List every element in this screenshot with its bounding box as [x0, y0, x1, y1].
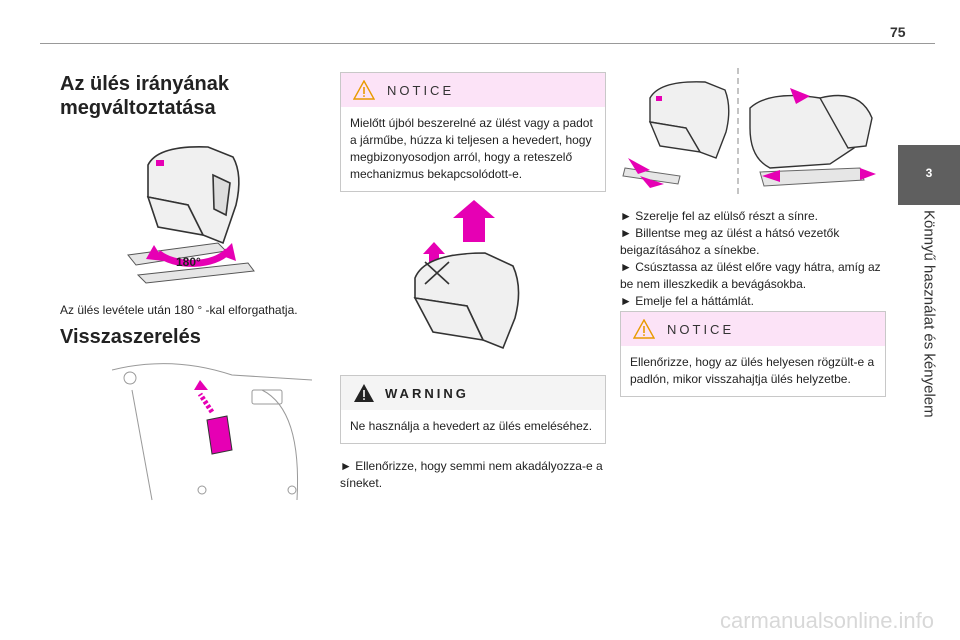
- install-steps-list: ► Szerelje fel az elülső részt a sínre. …: [620, 208, 884, 310]
- chapter-tab-number: 3: [925, 166, 933, 180]
- seat-rotate-illustration: 180°: [127, 146, 255, 284]
- notice-box-reinstall: NOTICE Mielőtt újból beszerelné az ülést…: [340, 72, 606, 192]
- seat-install-steps-illustration: [622, 68, 876, 196]
- seat-strap-illustration: [112, 363, 313, 501]
- warning-triangle-icon: [633, 319, 655, 339]
- warning-triangle-icon: [354, 384, 374, 402]
- notice-header: NOTICE: [621, 312, 885, 346]
- header-divider: [40, 43, 935, 44]
- warning-label: WARNING: [385, 386, 469, 401]
- notice-header: NOTICE: [341, 73, 605, 107]
- footer-watermark: carmanualsonline.info: [720, 608, 935, 633]
- warning-box: WARNING Ne használja a hevedert az ülés …: [340, 375, 606, 444]
- chapter-title-vertical: Könnyű használat és kényelem: [898, 210, 960, 470]
- notice-text: Ellenőrizze, hogy az ülés helyesen rögzü…: [630, 355, 875, 386]
- chapter-title-text: Könnyű használat és kényelem: [920, 210, 938, 418]
- notice-text: Mielőtt újból beszerelné az ülést vagy a…: [350, 116, 593, 181]
- notice-box-secure: NOTICE Ellenőrizze, hogy az ülés helyese…: [620, 311, 886, 397]
- section-heading-reinstall: Visszaszerelés: [60, 326, 201, 348]
- warning-triangle-icon: [353, 80, 375, 100]
- warning-header: WARNING: [341, 376, 605, 410]
- chapter-tab: 3: [898, 145, 960, 205]
- page-number: 75: [890, 24, 906, 40]
- install-step-3: ► Csúsztassa az ülést előre vagy hátra, …: [620, 260, 881, 291]
- section-heading-rotate: Az ülés irányának megváltoztatása: [60, 73, 229, 119]
- notice-label: NOTICE: [667, 322, 735, 337]
- rotation-label: 180°: [176, 255, 201, 269]
- warning-text: Ne használja a hevedert az ülés emeléséh…: [350, 419, 593, 433]
- check-rails-step: ► Ellenőrizze, hogy semmi nem akadályozz…: [340, 459, 603, 490]
- install-step-2: ► Billentse meg az ülést a hátsó vezetők…: [620, 226, 840, 257]
- install-step-4: ► Emelje fel a háttámlát.: [620, 294, 754, 308]
- rotate-paragraph: Az ülés levétele után 180 ° -kal elforga…: [60, 303, 298, 317]
- notice-label: NOTICE: [387, 83, 455, 98]
- install-step-1: ► Szerelje fel az elülső részt a sínre.: [620, 209, 818, 223]
- seat-lift-illustration: [413, 200, 520, 350]
